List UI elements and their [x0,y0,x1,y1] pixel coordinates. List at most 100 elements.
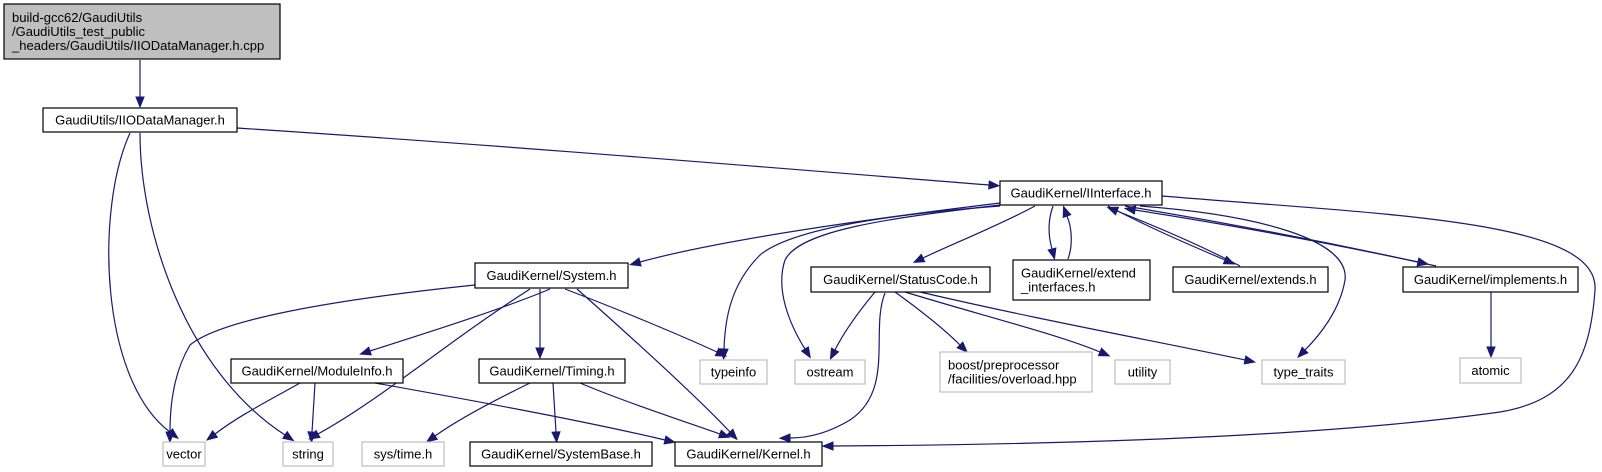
node-systembase[interactable]: GaudiKernel/SystemBase.h [469,441,653,467]
node-extend-interfaces-label-line: GaudiKernel/extend [1021,266,1136,281]
node-iiodm[interactable]: GaudiUtils/IIODataManager.h [42,107,238,133]
node-systime-label-line: sys/time.h [374,447,433,462]
edge-iinterface-to-type-traits [1139,205,1346,351]
edge-system-to-vector [169,284,476,433]
node-extend-interfaces-box[interactable] [1012,259,1151,301]
node-moduleinfo[interactable]: GaudiKernel/ModuleInfo.h [230,358,404,384]
edge-iinterface-to-statuscode-line [922,205,1036,259]
edge-statuscode-to-utility [904,291,1101,353]
node-extends[interactable]: GaudiKernel/extends.h [1172,266,1329,293]
edge-extend-interfaces-to-iinterface-arrowhead [1062,205,1072,219]
node-ostream-box [794,359,866,385]
node-utility-label-line: utility [1128,365,1158,380]
edge-statuscode-to-utility-arrowhead [1097,347,1111,357]
node-iinterface-label-line: GaudiKernel/IInterface.h [1011,186,1152,201]
node-kernel[interactable]: GaudiKernel/Kernel.h [674,441,823,467]
node-systime: sys/time.h [361,441,445,467]
edge-moduleinfo-to-vector-line [214,382,301,435]
node-typeinfo-label-line: typeinfo [711,365,757,380]
node-type-traits-box [1261,359,1346,385]
node-ostream: ostream [794,359,866,385]
edge-timing-to-kernel-arrowhead [717,429,731,439]
edge-moduleinfo-to-kernel-line [374,382,666,441]
edge-statuscode-to-ostream [834,291,876,351]
node-timing[interactable]: GaudiKernel/Timing.h [478,358,626,384]
edge-iinterface-to-implements-arrowhead [1416,257,1430,267]
edge-iinterface-to-implements [1124,205,1419,263]
node-atomic-label-line: atomic [1471,363,1510,378]
node-root-label-line: /GaudiUtils_test_public [12,24,145,39]
edge-iiodm-to-string [139,132,286,436]
edge-iinterface-to-typeinfo [723,205,1001,350]
node-statuscode-box[interactable] [810,266,991,293]
edge-statuscode-to-ostream-arrowhead [829,347,840,361]
edge-timing-to-systime-line [434,382,531,437]
edge-iinterface-to-kernel-arrowhead [821,441,834,451]
edge-iinterface-to-type-traits-line [1139,205,1346,351]
edge-iinterface-to-extends-arrowhead [1222,255,1236,265]
node-implements[interactable]: GaudiKernel/implements.h [1402,266,1579,293]
edge-statuscode-to-kernel-arrowhead [778,433,791,443]
node-iiodm-box[interactable] [42,107,238,133]
edge-iinterface-to-ostream-line [781,204,1001,350]
node-root[interactable]: build-gcc62/GaudiUtils/GaudiUtils_test_p… [3,3,281,60]
node-root-label-line: build-gcc62/GaudiUtils [12,10,143,25]
edge-statuscode-to-type-traits-line [919,291,1246,361]
edge-timing-to-kernel [579,382,721,435]
node-extend-interfaces[interactable]: GaudiKernel/extend_interfaces.h [1012,259,1151,301]
node-boost-overload-box [939,351,1093,393]
node-systembase-label-line: GaudiKernel/SystemBase.h [481,447,641,462]
node-iinterface[interactable]: GaudiKernel/IInterface.h [999,180,1163,206]
edge-iinterface-to-typeinfo-line [723,205,1001,350]
node-moduleinfo-label-line: GaudiKernel/ModuleInfo.h [241,364,392,379]
edge-timing-to-systime [434,382,531,437]
edge-iinterface-to-extend-interfaces [1048,205,1054,250]
edge-system-to-moduleinfo [369,288,551,352]
edge-system-to-typeinfo-arrowhead [714,347,728,357]
edge-system-to-moduleinfo-arrowhead [359,346,372,356]
node-vector-box [162,441,206,467]
edge-iinterface-to-implements-line [1124,205,1419,263]
node-timing-box[interactable] [478,358,626,384]
edge-moduleinfo-to-string [311,382,316,433]
node-atomic-box [1459,357,1522,384]
edge-statuscode-to-type-traits-arrowhead [1243,355,1257,365]
node-extends-box[interactable] [1172,266,1329,293]
edge-iiodm-to-iinterface-line [236,127,990,186]
edge-iiodm-to-iinterface-arrowhead [988,180,1001,190]
node-moduleinfo-box[interactable] [230,358,404,384]
node-system-box[interactable] [474,262,629,289]
edge-iinterface-to-extends-line [1107,205,1226,261]
edge-system-to-typeinfo-line [564,288,718,353]
node-typeinfo: typeinfo [699,359,768,385]
node-string-box [282,441,334,467]
edge-statuscode-to-type-traits [919,291,1246,361]
node-iiodm-label-line: GaudiUtils/IIODataManager.h [55,113,225,128]
edge-moduleinfo-to-string-arrowhead [307,431,317,444]
node-typeinfo-box [699,359,768,385]
edge-system-to-string-line [317,288,531,435]
edge-statuscode-to-boost-overload-arrowhead [956,341,969,353]
node-implements-box[interactable] [1402,266,1579,293]
edge-iiodm-to-vector [108,132,171,433]
edge-statuscode-to-boost-overload-line [894,291,961,346]
node-system[interactable]: GaudiKernel/System.h [474,262,629,289]
edge-iinterface-to-system-arrowhead [629,257,642,267]
node-systembase-box[interactable] [469,441,653,467]
edge-extend-interfaces-to-iinterface-line [1066,215,1072,260]
edge-system-to-moduleinfo-line [369,288,551,352]
node-kernel-box[interactable] [674,441,823,467]
node-utility: utility [1114,359,1171,385]
node-boost-overload-label-line: boost/preprocessor [948,358,1060,373]
node-statuscode[interactable]: GaudiKernel/StatusCode.h [810,266,991,293]
edge-iinterface-to-ostream-arrowhead [800,346,811,359]
node-iinterface-box[interactable] [999,180,1163,206]
edge-implements-to-iinterface [1134,209,1437,267]
edge-statuscode-to-kernel-line [789,292,886,439]
node-root-box[interactable] [3,3,281,60]
node-string: string [282,441,334,467]
node-boost-overload-label-line: /facilities/overload.hpp [948,372,1077,387]
edge-iinterface-to-statuscode [922,205,1036,259]
edge-iinterface-to-type-traits-arrowhead [1297,346,1309,359]
